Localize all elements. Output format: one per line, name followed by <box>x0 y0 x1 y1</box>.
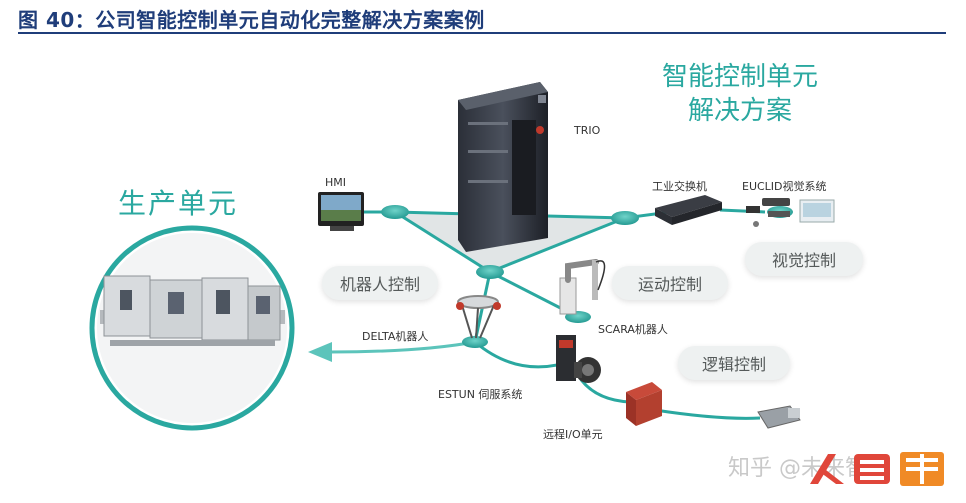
euclid-label: EUCLID视觉系统 <box>742 180 827 193</box>
network-nodes <box>381 205 793 348</box>
robot-control-pill: 机器人控制 <box>322 266 438 300</box>
flow-arrow <box>329 340 476 354</box>
scara-label: SCARA机器人 <box>598 323 668 336</box>
estun-label: ESTUN 伺服系统 <box>438 388 523 401</box>
arrow-head <box>308 342 332 362</box>
solution-title-line1: 智能控制单元 <box>661 62 818 92</box>
diagram: 智能控制单元 解决方案 生产单元 TRIO HMI 工业交换机 EUCLID视觉… <box>0 40 966 503</box>
diagram-graphics <box>89 82 835 431</box>
watermark-logo <box>810 452 944 486</box>
hmi-label: HMI <box>325 176 347 189</box>
estun-servo <box>556 335 601 383</box>
trio-controller <box>458 82 548 252</box>
trio-label: TRIO <box>574 124 601 137</box>
industrial-switch <box>655 195 722 225</box>
solution-title-line2: 解决方案 <box>687 96 792 126</box>
remote-io-device <box>626 382 662 426</box>
remote-io-label: 远程I/O单元 <box>543 428 603 441</box>
delta-robot <box>456 295 501 339</box>
production-unit-circle <box>89 225 295 431</box>
switch-label: 工业交换机 <box>652 180 707 193</box>
solution-title: 智能控制单元 解决方案 <box>640 60 840 128</box>
motion-control-pill: 运动控制 <box>612 266 728 300</box>
title-rule <box>18 32 946 34</box>
logic-control-pill: 逻辑控制 <box>678 346 790 380</box>
euclid-vision-system <box>746 198 835 227</box>
vision-control-pill: 视觉控制 <box>745 242 863 276</box>
connector-plug <box>757 405 801 429</box>
scara-robot <box>559 259 606 315</box>
production-unit-title: 生产单元 <box>118 187 239 220</box>
figure-title: 图 40：公司智能控制单元自动化完整解决方案案例 <box>18 8 485 32</box>
hmi-device <box>318 192 364 231</box>
delta-label: DELTA机器人 <box>362 330 429 343</box>
